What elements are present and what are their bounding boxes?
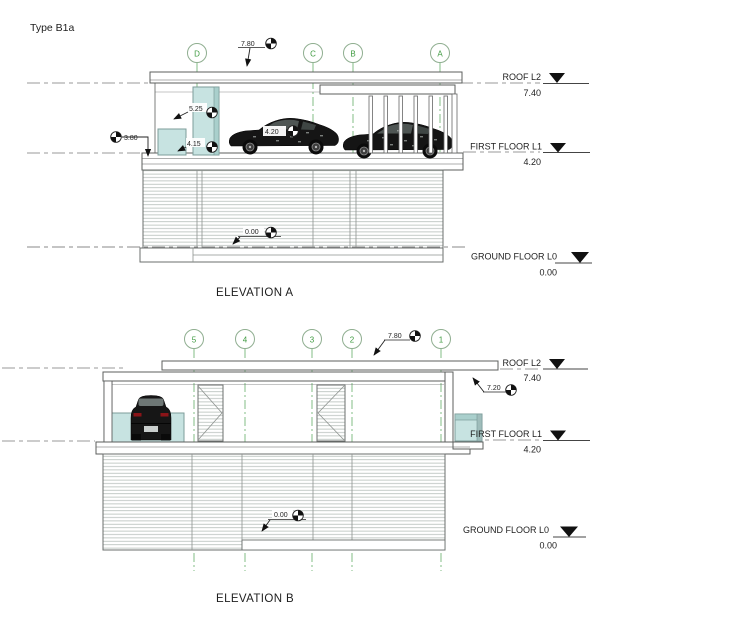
- spot-415: 4.15: [177, 138, 218, 153]
- louvre-panel-1: [197, 384, 224, 442]
- level-ground-a-name: GROUND FLOOR L0: [471, 252, 557, 262]
- level-first-b-value: 4.20: [523, 445, 541, 455]
- spot-000-b: 0.00: [261, 509, 306, 532]
- spot-415-text: 4.15: [187, 141, 201, 148]
- teal-box-b: [454, 413, 483, 442]
- ground-wall-a: [139, 169, 444, 263]
- elevation-a-title: ELEVATION A: [216, 287, 293, 299]
- grid-bubble-1: 1: [439, 336, 444, 345]
- spot-000-b-text: 0.00: [274, 512, 288, 519]
- grid-bubbles-a: D C B A: [187, 43, 450, 63]
- level-first-b: FIRST FLOOR L1 4.20: [470, 429, 590, 455]
- level-roof-a-name: ROOF L2: [502, 72, 541, 82]
- dim-780-a: 7.80: [238, 37, 277, 67]
- spot-420-car: 4.20: [263, 125, 299, 137]
- grid-bubble-d: D: [194, 50, 200, 59]
- level-ground-a: GROUND FLOOR L0 0.00: [471, 252, 592, 278]
- type-label: Type B1a: [30, 22, 75, 34]
- spot-000-a-text: 0.00: [245, 229, 259, 236]
- dim-780-a-text: 7.80: [241, 41, 255, 48]
- elevation-b-title: ELEVATION B: [216, 593, 294, 605]
- spot-525: 5.25: [173, 103, 218, 120]
- grid-bubbles-b: 5 4 3 2 1: [184, 329, 451, 349]
- level-first-a: FIRST FLOOR L1 4.20: [470, 142, 590, 167]
- car-side-1: [228, 117, 340, 155]
- dim-780-b-text: 7.80: [388, 333, 402, 340]
- dim-780-b: 7.80: [373, 330, 421, 356]
- spot-720: 7.20: [472, 377, 517, 396]
- level-ground-b-name: GROUND FLOOR L0: [463, 525, 549, 535]
- spot-720-text: 7.20: [487, 385, 501, 392]
- level-ground-b-value: 0.00: [539, 541, 557, 551]
- spot-525-text: 5.25: [189, 106, 203, 113]
- car-rear: [130, 395, 172, 441]
- louvre-panel-2: [316, 384, 346, 442]
- level-first-a-value: 4.20: [523, 157, 541, 167]
- elevation-b: 5 4 3 2 1 7.80 7.20 0.00: [2, 329, 590, 605]
- grid-bubble-3: 3: [310, 336, 315, 345]
- spot-000-a: 0.00: [232, 226, 281, 245]
- first-slab-b: [95, 441, 484, 455]
- post-left-b: [103, 380, 113, 444]
- grid-bubble-b: B: [350, 50, 355, 59]
- level-roof-b-value: 7.40: [523, 373, 541, 383]
- grid-bubble-a: A: [437, 50, 443, 59]
- ground-wall-b: [102, 453, 446, 551]
- level-roof-b: ROOF L2 7.40: [502, 358, 588, 383]
- level-roof-b-name: ROOF L2: [502, 358, 541, 368]
- elevation-a: D C B A 7.80 5.25 4.15: [27, 37, 592, 299]
- posts-a: [368, 93, 458, 154]
- level-roof-a: ROOF L2 7.40: [502, 72, 589, 98]
- grid-bubble-c: C: [310, 50, 316, 59]
- spot-380-text: 3.80: [124, 135, 138, 142]
- level-first-b-name: FIRST FLOOR L1: [470, 429, 542, 439]
- level-ground-a-value: 0.00: [539, 268, 557, 278]
- level-roof-a-value: 7.40: [523, 88, 541, 98]
- spot-380: 3.80: [110, 131, 152, 157]
- grid-bubble-5: 5: [192, 336, 197, 345]
- spot-420-text: 4.20: [265, 129, 279, 136]
- building-a: [141, 71, 464, 171]
- level-first-a-name: FIRST FLOOR L1: [470, 142, 542, 152]
- level-ground-b: GROUND FLOOR L0 0.00: [463, 525, 586, 551]
- level-lines-a: [27, 82, 540, 154]
- grid-bubble-4: 4: [243, 336, 248, 345]
- grid-bubble-2: 2: [350, 336, 355, 345]
- teal-panels-a: [157, 86, 220, 156]
